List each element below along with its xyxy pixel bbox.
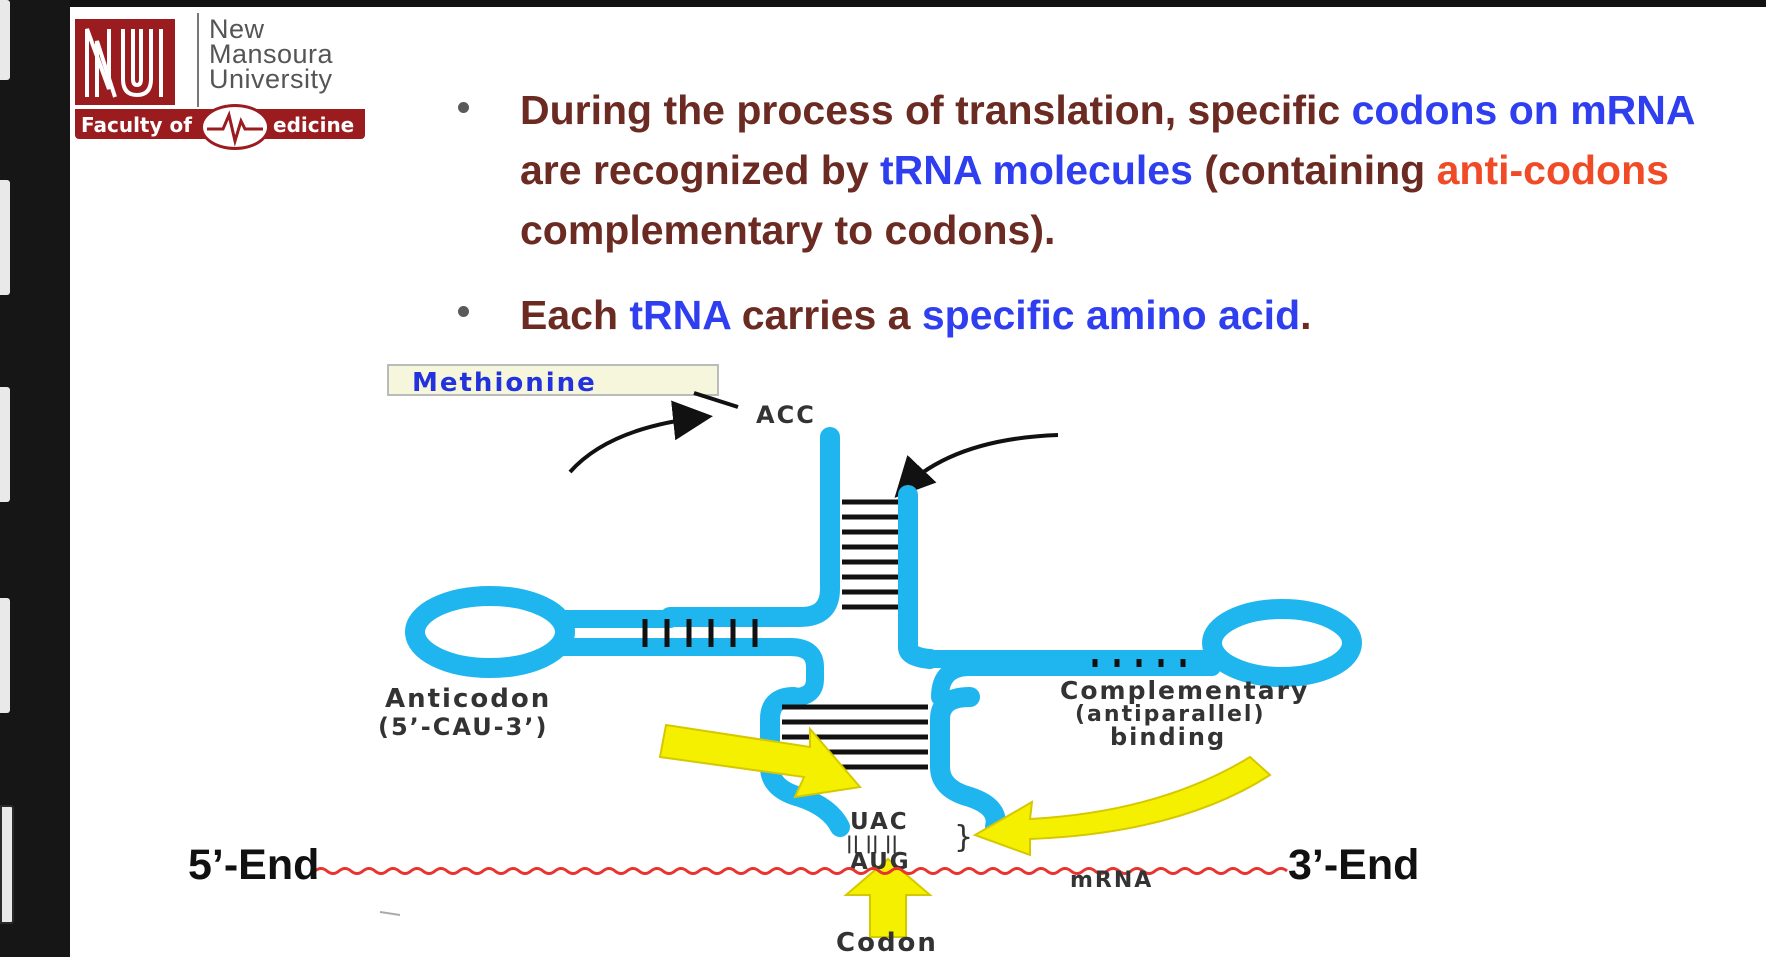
bullet-amino-acid: Each tRNA carries a specific amino acid. — [458, 282, 1758, 352]
logo-divider — [197, 13, 199, 107]
trna-triplet: UAC — [850, 809, 909, 835]
anticodon-label: Anticodon — [385, 684, 551, 714]
slide-thumbnail-sidebar — [0, 0, 70, 957]
three-end-label: 3’-End — [1288, 841, 1419, 889]
text-run-highlight: tRNA molecules — [880, 147, 1193, 193]
acc-label: ACC — [756, 401, 816, 429]
text-run: carries a — [730, 292, 922, 338]
logo-word: University — [209, 64, 333, 94]
anticodon-sequence: (5’-CAU-3’) — [378, 713, 548, 741]
bullet-translation: During the process of translation, speci… — [458, 77, 1758, 277]
slide-thumbnail[interactable] — [0, 598, 10, 713]
logo-word: Mansoura — [209, 39, 334, 69]
antiparallel-label: (antiparallel) — [1075, 702, 1266, 727]
nmu-logo-mark — [75, 19, 175, 105]
codon-label: Codon — [836, 928, 938, 957]
nmu-monogram-icon — [85, 28, 163, 98]
curved-arrow-right — [894, 433, 1059, 498]
text-run: Each — [520, 292, 630, 338]
methionine-label: Methionine — [412, 368, 597, 398]
faculty-band-right: edicine — [273, 113, 355, 137]
bullet-line: During the process of translation, speci… — [520, 77, 1696, 144]
amino-acid-bond — [693, 391, 739, 409]
base-pair-rungs — [642, 499, 1186, 770]
bullet-line: complementary to codons). — [520, 197, 1055, 264]
faculty-band-left: Faculty of — [81, 113, 192, 137]
text-run-highlight: codons on mRNA — [1351, 87, 1696, 133]
bullet-line: are recognized by tRNA molecules (contai… — [520, 137, 1669, 204]
yellow-arrow-anticodon — [658, 723, 862, 799]
logo-word: New — [209, 14, 265, 44]
heart-pulse-icon — [200, 104, 270, 150]
pairing-marks: || || || — [846, 833, 898, 854]
slide-thumbnail[interactable] — [0, 0, 10, 80]
text-run: . — [1300, 292, 1312, 338]
bullet-dot — [458, 306, 469, 317]
slide-thumbnail[interactable] — [0, 180, 10, 295]
methionine-box: Methionine — [387, 364, 739, 409]
faculty-band: Faculty of edicine — [75, 104, 365, 150]
pairing-brace-icon: } — [954, 820, 973, 855]
slide-canvas: New Mansoura University Faculty of edici… — [70, 7, 1766, 957]
text-run: complementary to codons). — [520, 207, 1056, 253]
yellow-arrow-binding — [972, 755, 1272, 857]
mrna-strand — [314, 867, 1288, 875]
text-run: (containing — [1192, 147, 1437, 193]
slide-thumbnail[interactable] — [0, 387, 10, 502]
trna-diagram: Methionine ACC — [188, 364, 1419, 957]
text-run-highlight-red: anti-codons — [1436, 147, 1669, 193]
binding-label: binding — [1110, 723, 1226, 751]
trna-molecule — [405, 427, 1362, 837]
window-top-bar — [0, 0, 1766, 7]
text-run-highlight: tRNA — [629, 292, 731, 338]
university-logo: New Mansoura University Faculty of edici… — [75, 11, 375, 150]
text-run: are recognized by — [520, 147, 881, 193]
mrna-label: mRNA — [1070, 868, 1153, 893]
stray-mark — [379, 911, 401, 916]
slide-thumbnail-selected[interactable] — [0, 805, 14, 924]
curved-arrow-left — [568, 400, 713, 474]
yellow-arrow-codon — [843, 857, 933, 938]
text-run: During the process of translation, speci… — [520, 87, 1352, 133]
bullet-dot — [458, 102, 469, 113]
bullet-line: Each tRNA carries a specific amino acid. — [520, 282, 1312, 349]
text-run-highlight: specific amino acid — [921, 292, 1301, 338]
five-end-label: 5’-End — [188, 841, 319, 889]
complementary-label: Complementary — [1060, 676, 1309, 705]
